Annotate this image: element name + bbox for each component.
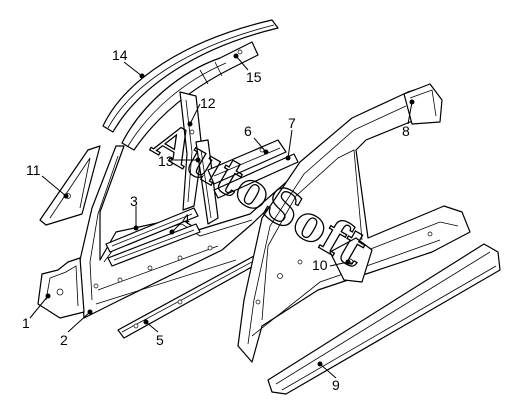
callout-4: 4 bbox=[182, 211, 190, 227]
callout-14: 14 bbox=[112, 47, 128, 63]
callout-9: 9 bbox=[332, 377, 340, 393]
part-12-b-pillar-reinforcement bbox=[179, 91, 203, 211]
part-7-sill-strip bbox=[213, 153, 299, 199]
callout-1: 1 bbox=[22, 315, 30, 331]
callout-13: 13 bbox=[158, 153, 174, 169]
part-3-sill-reinforcement bbox=[105, 207, 199, 253]
callout-6: 6 bbox=[244, 123, 252, 139]
callout-8: 8 bbox=[402, 123, 410, 139]
part-14-roof-rail bbox=[102, 19, 279, 133]
callout-11: 11 bbox=[26, 162, 41, 178]
outer-body-side-panel bbox=[237, 85, 471, 363]
part-8-rear-quarter-upper bbox=[403, 83, 443, 125]
part-15-roof-reinforcement bbox=[121, 41, 259, 151]
callout-2: 2 bbox=[60, 332, 68, 348]
callout-5: 5 bbox=[156, 332, 164, 348]
part-9-rocker-panel bbox=[267, 243, 501, 395]
callout-7: 7 bbox=[288, 115, 296, 131]
callout-12: 12 bbox=[200, 95, 216, 111]
callout-15: 15 bbox=[246, 69, 262, 85]
part-4-sill-inner bbox=[107, 223, 201, 267]
callout-10: 10 bbox=[312, 257, 328, 273]
callouts: 1 2 3 4 5 6 7 8 9 10 11 12 13 bbox=[22, 47, 415, 393]
callout-3: 3 bbox=[130, 193, 138, 209]
part-13-b-pillar-inner bbox=[195, 139, 219, 225]
part-1-hinge-bracket bbox=[37, 257, 85, 319]
